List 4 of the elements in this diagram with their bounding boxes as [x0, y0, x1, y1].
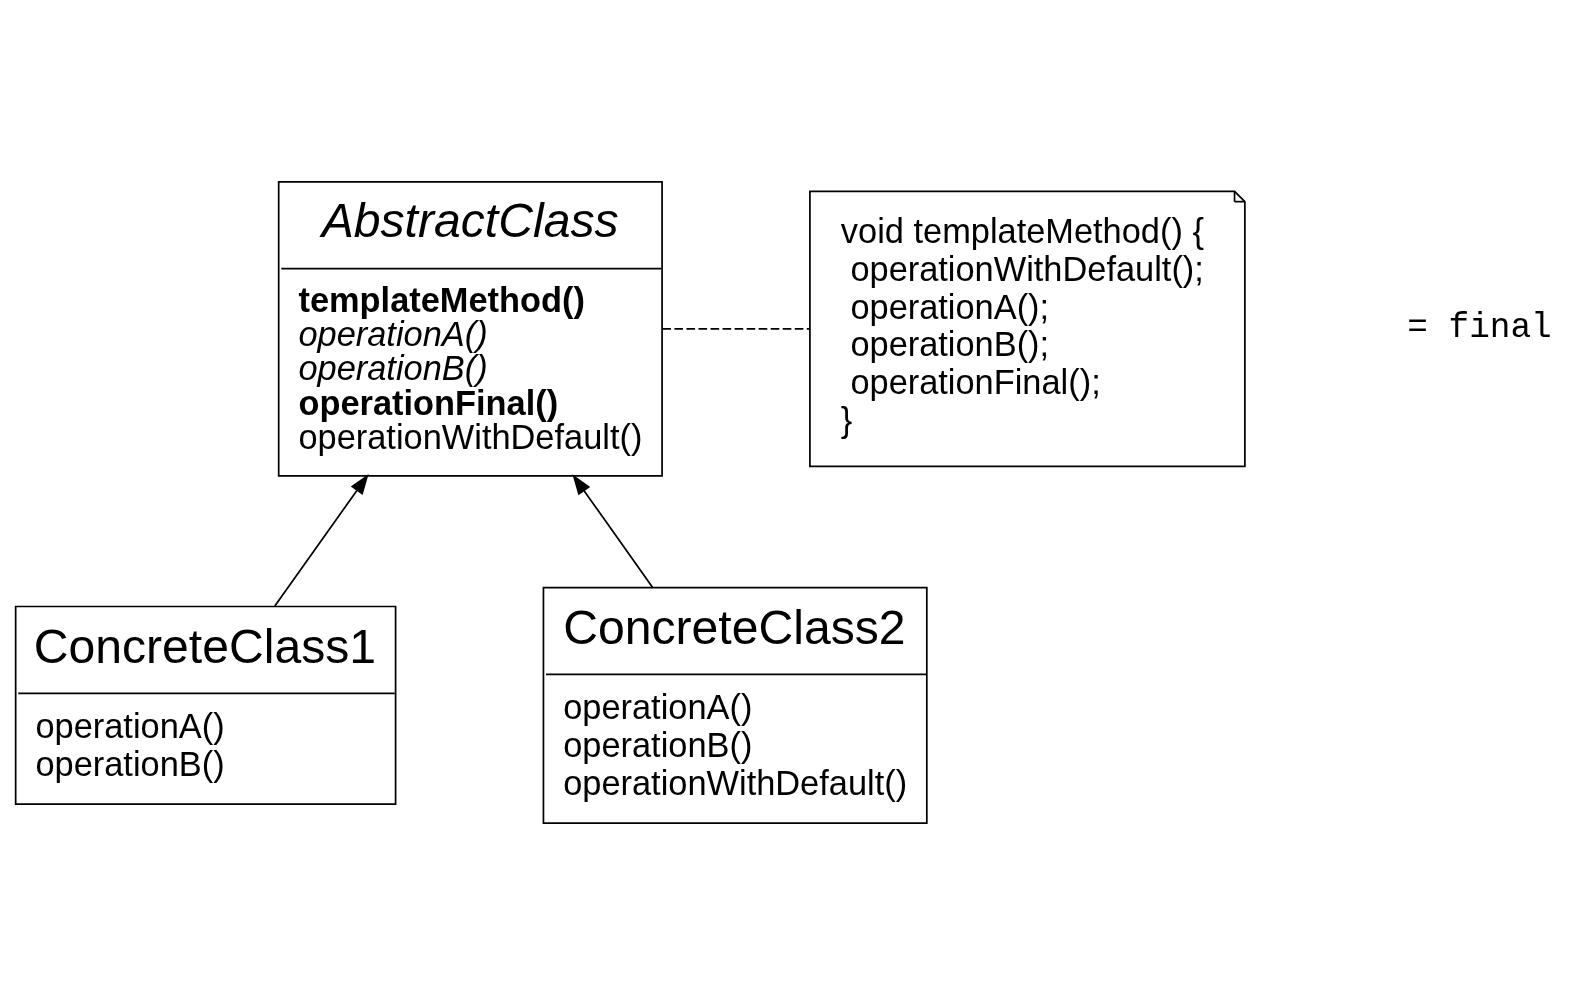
label: = final	[1407, 307, 1552, 347]
arrow	[273, 473, 369, 607]
connector	[661, 327, 811, 330]
arrow	[572, 473, 654, 588]
